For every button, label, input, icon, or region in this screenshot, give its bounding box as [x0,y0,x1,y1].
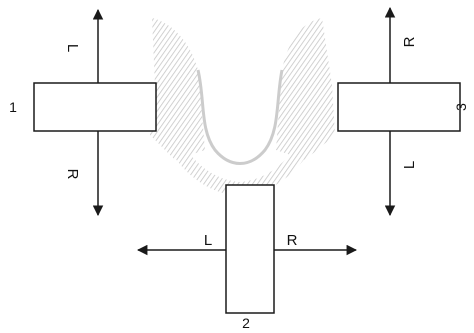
block-3-number: 3 [453,103,469,111]
shaded-left-arm [150,18,205,160]
block-1 [34,83,156,131]
block-1-number: 1 [9,99,17,115]
block-2-number: 2 [242,315,250,331]
block-1-up-label: L [64,44,81,52]
block-1-down-label: R [64,169,81,180]
shaded-u-surface [150,18,335,196]
block-2-left-label: L [204,232,212,249]
block-3-down-label: L [401,161,418,169]
block-2-right-label: R [287,232,298,249]
shaded-inner-edge [198,70,282,164]
block-2 [226,185,274,313]
block-3 [338,83,460,131]
block-3-up-label: R [401,36,418,47]
shaded-right-arm [276,18,335,160]
